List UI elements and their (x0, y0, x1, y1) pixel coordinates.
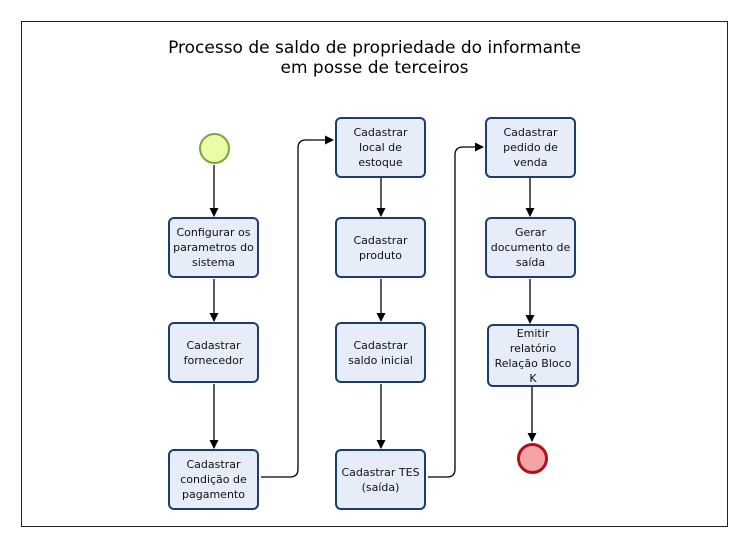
task-label: Cadastrar TES (saída) (341, 465, 420, 494)
task-label: Cadastrar produto (353, 233, 408, 262)
task-label: Cadastrar fornecedor (183, 338, 244, 367)
task-cadastrar-saldo-inicial: Cadastrar saldo inicial (335, 322, 426, 383)
task-cadastrar-fornecedor: Cadastrar fornecedor (168, 322, 259, 383)
task-label: Cadastrar condição de pagamento (180, 458, 247, 501)
task-label: Cadastrar saldo inicial (348, 338, 413, 367)
task-configurar-parametros: Configurar os parametros do sistema (168, 217, 259, 278)
task-label: Configurar os parametros do sistema (173, 226, 254, 269)
start-event (199, 133, 230, 164)
task-cadastrar-local-estoque: Cadastrar local de estoque (335, 117, 426, 178)
arrow-task3-to-task4 (261, 135, 334, 478)
task-cadastrar-tes: Cadastrar TES (saída) (335, 449, 426, 510)
task-label: Emitir relatório Relação Bloco K (494, 326, 572, 385)
task-cadastrar-condicao-pagamento: Cadastrar condição de pagamento (168, 449, 259, 510)
task-cadastrar-pedido-venda: Cadastrar pedido de venda (485, 117, 576, 178)
diagram-title: Processo de saldo de propriedade do info… (21, 38, 728, 78)
task-label: Cadastrar local de estoque (353, 126, 408, 169)
title-line-2: em posse de terceiros (280, 58, 469, 78)
task-gerar-documento-saida: Gerar documento de saída (485, 217, 576, 278)
task-label: Gerar documento de saída (490, 226, 571, 269)
title-line-1: Processo de saldo de propriedade do info… (168, 38, 581, 58)
diagram-frame (21, 21, 728, 527)
task-cadastrar-produto: Cadastrar produto (335, 217, 426, 278)
arrow-task7-to-task8 (428, 142, 484, 478)
task-label: Cadastrar pedido de venda (503, 126, 558, 169)
task-emitir-relatorio: Emitir relatório Relação Bloco K (487, 324, 579, 387)
end-event (517, 443, 548, 474)
